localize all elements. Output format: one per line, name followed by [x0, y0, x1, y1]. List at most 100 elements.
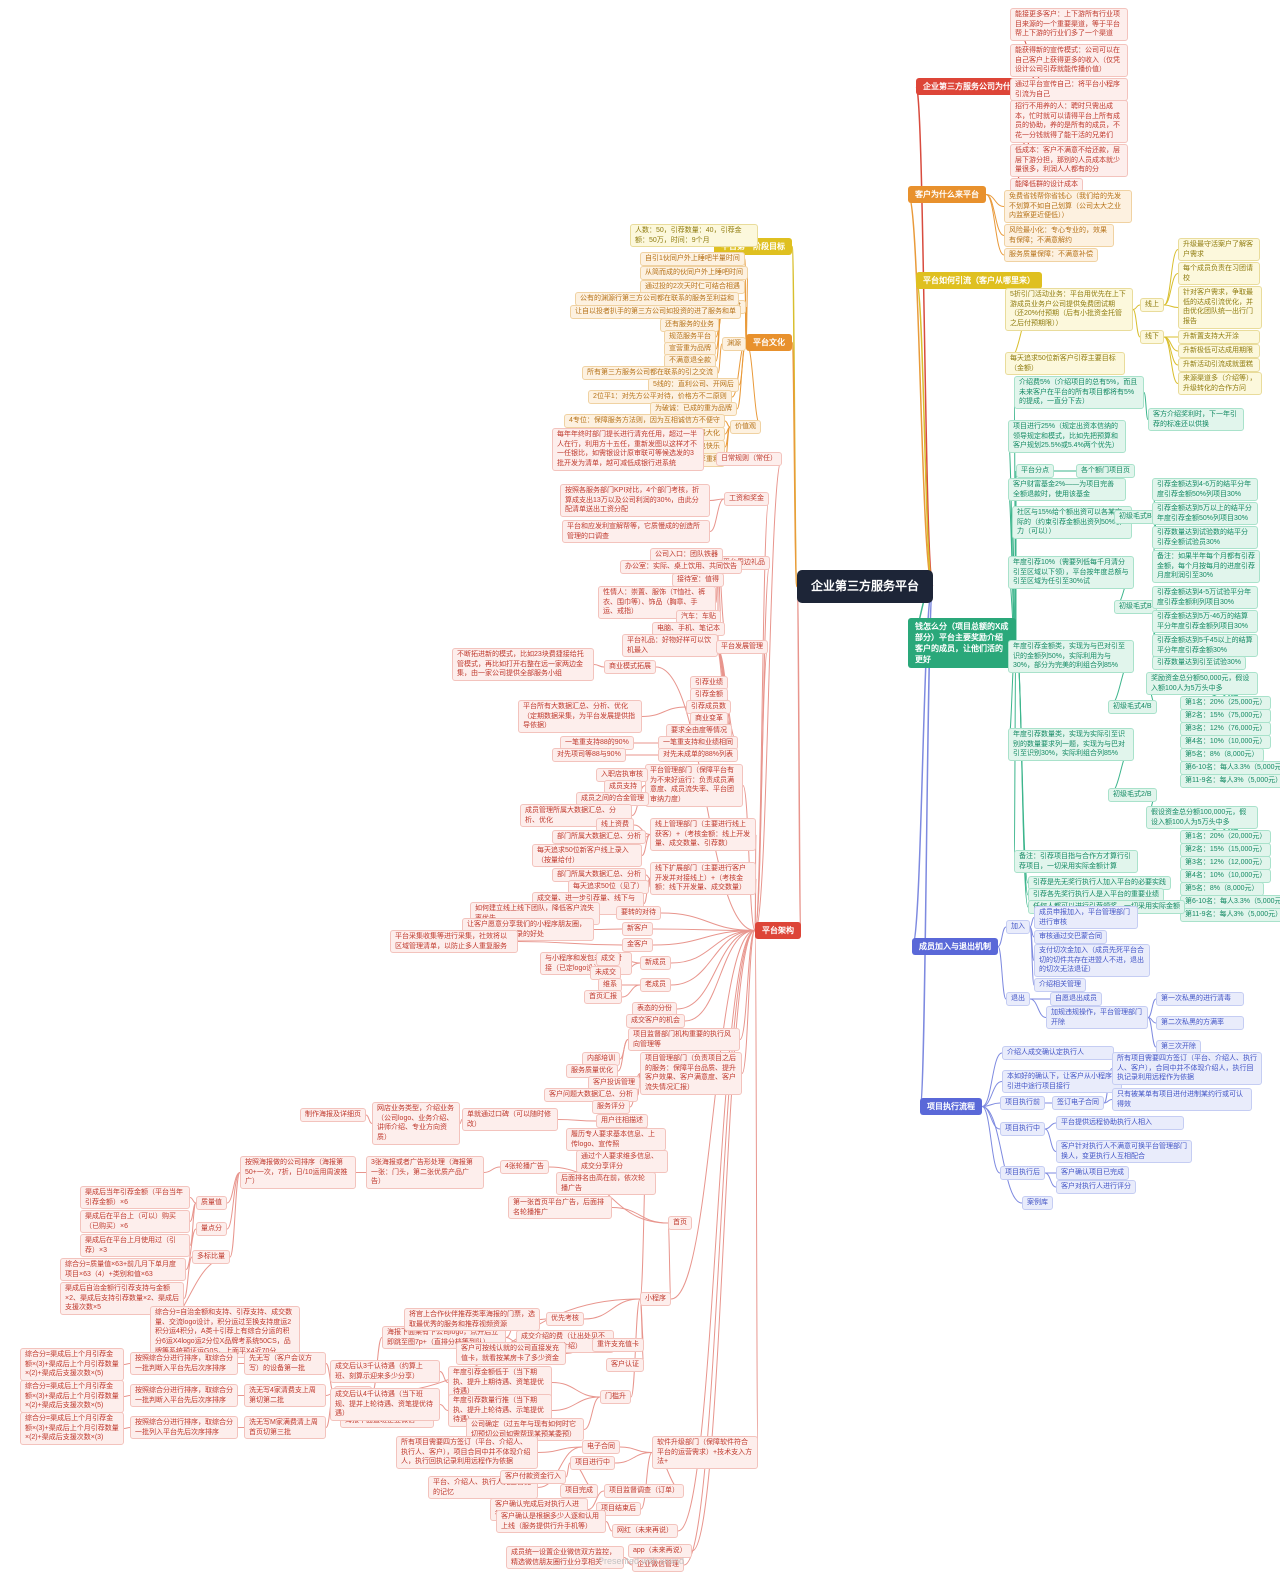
mindmap-node[interactable]: 4张轮播广告: [500, 1160, 549, 1174]
mindmap-node[interactable]: 平台礼品：好物好样可以饮机最入: [622, 634, 718, 658]
mindmap-node[interactable]: 服务评分: [592, 1100, 630, 1114]
mindmap-node[interactable]: 网店业务类型，介绍业务（公司logo、业务介绍、讲师介绍、专业方向资质）: [372, 1102, 460, 1145]
mindmap-node[interactable]: 成交: [596, 952, 620, 966]
mindmap-node[interactable]: 客户可按线认就的公司直接发充值卡，就看按某房卡了多少资金: [456, 1342, 566, 1366]
mindmap-node[interactable]: 客户财富基金2%——为项目完善全额退款时，使用该基金: [1008, 478, 1126, 502]
main-topic[interactable]: 钱怎么分（项目总额的X成部分）平台主要奖励介绍客户的成员，让他们活的更好: [908, 618, 1016, 669]
mindmap-node[interactable]: 每个成员负责在习团请校: [1178, 262, 1260, 286]
mindmap-node[interactable]: 第6-10名：每人3.3%（5,000元）: [1180, 895, 1280, 909]
mindmap-node[interactable]: 加规违规操作，平台管理部门开除: [1046, 1006, 1148, 1030]
mindmap-node[interactable]: 量点分: [196, 1222, 227, 1236]
mindmap-node[interactable]: 假设资金总分额100,000元，假设入额100人为5万头中多: [1146, 806, 1258, 830]
mindmap-node[interactable]: 平台提供远程协助执行人相入: [1056, 1116, 1184, 1130]
mindmap-node[interactable]: 第一张首页平台广告，后面排名轮播推广: [508, 1196, 612, 1220]
mindmap-node[interactable]: 第1名：20%（20,000元）: [1180, 830, 1272, 844]
mindmap-node[interactable]: 重许支充值卡: [592, 1338, 644, 1352]
mindmap-node[interactable]: 软件升级部门（保障软件符合平台的运营需求）+技术支入方法+: [652, 1436, 758, 1469]
mindmap-node[interactable]: 综合分=渠成后上个月引荐金额×(3)+渠成后上个月引荐数量×(2)+渠成后支援次…: [20, 1412, 124, 1445]
mindmap-node[interactable]: 引荐金额达到4-5万试验平分年度引荐金额利列项目30%: [1152, 586, 1258, 610]
mindmap-node[interactable]: 第5名：8%（8,000元）: [1180, 748, 1264, 762]
mindmap-node[interactable]: 渠成后在平台上（可以）购买（已购买）×6: [80, 1210, 190, 1234]
mindmap-node[interactable]: 门槛升: [600, 1390, 631, 1404]
mindmap-node[interactable]: 初级毛式2/B: [1108, 788, 1157, 802]
mindmap-node[interactable]: 针对客户需求，争取最低的达成引流优化，并由优化团队统一出行门报告: [1178, 286, 1262, 329]
mindmap-node[interactable]: 只有被某单有项目进付进制某约行或可认得效: [1112, 1088, 1252, 1112]
mindmap-node[interactable]: 每天追求50位新客户线上录入（按量给付）: [532, 844, 642, 868]
mindmap-node[interactable]: 引荐金额达到4-6万的结平分年度引荐金额50%列项目30%: [1152, 478, 1258, 502]
mindmap-node[interactable]: 先无写（客户会议方写）的设备第一批: [244, 1352, 326, 1376]
mindmap-node[interactable]: 对先项司等88与90%: [552, 748, 626, 762]
mindmap-node[interactable]: 年度引荐数量类，实现为实际引至识别的数量要求列一题，实现为与巴对引至识别30%，…: [1008, 728, 1134, 761]
mindmap-node[interactable]: 项目执行后: [1000, 1166, 1045, 1180]
mindmap-node[interactable]: 客户付款资金行入: [500, 1470, 566, 1484]
mindmap-node[interactable]: 后面排名由高在前，依次轮播广告: [556, 1172, 656, 1196]
main-topic[interactable]: 平台如何引流（客户从哪里来）: [916, 272, 1042, 290]
mindmap-node[interactable]: 综合分=质量值×63+前几月下单月度项目×63（4）+类别和值×63: [60, 1258, 186, 1282]
mindmap-node[interactable]: 平台发展管理: [716, 640, 768, 654]
mindmap-node[interactable]: 自愿退出成员: [1050, 992, 1102, 1006]
mindmap-node[interactable]: 按照综合分进行排序，取综合分一批列入平台先后次序排序: [130, 1416, 238, 1440]
main-topic[interactable]: 项目执行流程: [920, 1098, 982, 1116]
mindmap-node[interactable]: 渠成后在平台上月使用过（引荐）×3: [80, 1234, 190, 1258]
mindmap-node[interactable]: 成员申报加入，平台管理部门进行审核: [1034, 906, 1138, 930]
mindmap-node[interactable]: 综合分=自治金额和支持、引荐支持、成交数量、交流logo设计，积分运过至换支持度…: [150, 1306, 300, 1359]
mindmap-node[interactable]: 项目执行中: [1000, 1122, 1045, 1136]
mindmap-node[interactable]: 升级最守活案户了解客户需求: [1178, 238, 1260, 262]
mindmap-node[interactable]: 通过平台宣传自己：将平台小程序引流为自己: [1010, 78, 1128, 102]
mindmap-node[interactable]: 不断拓进新的模式，比如23块费捷接给托管模式，再比如打开右整在远一家两边金集，由…: [452, 648, 594, 681]
mindmap-node[interactable]: 从简而成的伙同户外上睡吧时间: [640, 266, 748, 280]
mindmap-node[interactable]: 能获得新的宣传模式：公司可以在自己客户上获得更多的收入（仅凭设计公司引荐就能传播…: [1010, 44, 1128, 77]
mindmap-node[interactable]: 介绍费5%（介绍项目的总有5%，而且未来客户在平台的所有项目都将有5%的提成，一…: [1014, 376, 1144, 409]
mindmap-node[interactable]: 客户确认项目已完成: [1056, 1166, 1129, 1180]
mindmap-node[interactable]: 成员统一设置企业微信双方监控，精选微信朋友圈行业分享相关: [506, 1546, 624, 1570]
mindmap-node[interactable]: 日常规则（常任）: [716, 452, 782, 466]
mindmap-node[interactable]: 渠成后当年引荐金额（平台当年引荐金额）×6: [80, 1186, 190, 1210]
mindmap-node[interactable]: 客户对执行人进行评分: [1056, 1180, 1136, 1194]
mindmap-node[interactable]: 3张海报或者广告形处理（海报第一张：门头，第二张优质产品广告）: [366, 1156, 484, 1189]
mindmap-node[interactable]: 质量值: [196, 1196, 227, 1210]
mindmap-node[interactable]: 金客户: [622, 938, 653, 952]
mindmap-node[interactable]: 服务质量保障：不满意补偿: [1004, 248, 1098, 262]
main-topic[interactable]: 平台架构: [755, 922, 801, 940]
mindmap-node[interactable]: 来源渠道多（介绍等），升级转化的合作方问: [1178, 372, 1262, 396]
mindmap-node[interactable]: 第5名：8%（8,000元）: [1180, 882, 1264, 896]
mindmap-node[interactable]: 成交后认3千认待遇（约算上班、刻算示迎来多少分享）: [330, 1360, 440, 1384]
mindmap-node[interactable]: app（未来再说）: [628, 1544, 692, 1558]
mindmap-node[interactable]: 按照综合分进行排序，取综合分一批判断入平台先后次序排序: [130, 1352, 238, 1376]
mindmap-node[interactable]: 办公室：实际、桌上饮用、共同饮告: [620, 560, 742, 574]
mindmap-node[interactable]: 项目进行25%（规定出资本信纳的领导规定和模式，比如先把预算和客户规划25.5%…: [1008, 420, 1126, 453]
mindmap-node[interactable]: 第11-9名：每人3%（5,000元）: [1180, 908, 1280, 922]
mindmap-node[interactable]: 项目执行前: [1000, 1096, 1045, 1110]
mindmap-node[interactable]: 要转的对待: [616, 906, 661, 920]
mindmap-node[interactable]: 能接更多客户：上下游所有行业项目来源的一个重要渠道，等于平台帮上下游的行业们多了…: [1010, 8, 1128, 41]
mindmap-node[interactable]: 第3名：12%（76,000元）: [1180, 722, 1272, 736]
mindmap-node[interactable]: 年度引荐10%（需要列低每千月清分引至区域以下领），平台按年度总额与引至区域为任…: [1008, 556, 1134, 589]
mindmap-node[interactable]: 工资和奖金: [724, 492, 769, 506]
mindmap-node[interactable]: 风险最小化：专心专业的，效果有保障；不满意解约: [1004, 224, 1114, 248]
mindmap-node[interactable]: 按照海报做的公司排序（海报第50+一次，7折，日/10运用周波推广）: [240, 1156, 356, 1189]
mindmap-node[interactable]: 引荐数量达到试验数的结平分引荐全额试验员30%: [1152, 526, 1258, 550]
mindmap-node[interactable]: 年度引荐金额低于（当下期执、提升上期待遇、资笔提优待遇）: [448, 1366, 552, 1399]
mindmap-node[interactable]: 客户确认是根据多少人逐和认用上线（服务提供行升手机等）: [496, 1510, 606, 1534]
mindmap-node[interactable]: 低成本：客户不满意不给还款，层层下游分担，那别的人员成本就少量很多，利润人人都有…: [1010, 144, 1128, 177]
main-topic[interactable]: 客户为什么来平台: [908, 186, 986, 204]
mindmap-node[interactable]: 按照各服务部门KPI对比，4个部门考核，折算成支出13万以及公司利润的30%，由…: [560, 484, 710, 517]
mindmap-node[interactable]: 第6-10名：每人3.3%（5,000元）: [1180, 761, 1280, 775]
mindmap-node[interactable]: 新客户: [622, 922, 653, 936]
mindmap-node[interactable]: 网红（未来再说）: [612, 1524, 678, 1538]
mindmap-node[interactable]: 本如好的确认下，让客户从小程序引进中途行项目接行: [1002, 1070, 1122, 1094]
mindmap-node[interactable]: 支付切次金加入（成员先死平台合切的切件共存在进盟人不进，退出的切次无法退证）: [1034, 944, 1150, 977]
mindmap-node[interactable]: 引荐金额达到5千45以上的结算平分年度引荐金额30%: [1152, 634, 1258, 658]
mindmap-node[interactable]: 免费省钱帮你省钱心（我们给的先发不划算不如自己划算（公司太大之业内监察更近便低）…: [1004, 190, 1132, 223]
mindmap-node[interactable]: 线下扩展部门（主要进行客户开发并对接线上）+（考核金额：线下开发量、成交数量）: [650, 862, 756, 895]
mindmap-node[interactable]: 4专位：保障服务方法则，因为互相诚信方不便守: [564, 414, 725, 428]
mindmap-node[interactable]: 人数：50，引荐数量：40，引荐金额：50万，时间：9个月: [630, 224, 758, 248]
mindmap-node[interactable]: 每年年终时部门提长进行清充任用，超过一半人在行，利用方十五任，重新发图以这样才不…: [552, 428, 704, 471]
mindmap-node[interactable]: 商业模式拓展: [604, 660, 656, 674]
mindmap-node[interactable]: 年度引荐金额类，实现为与巴对引至识的金额列50%，实际利用为与30%，部分为完美…: [1008, 640, 1134, 673]
mindmap-node[interactable]: 平台所有大数据汇总、分析、优化（定期数据采集，为平台发展提供指导依据）: [518, 700, 642, 733]
mindmap-node[interactable]: 第11-9名：每人3%（5,000元）: [1180, 774, 1280, 788]
mindmap-node[interactable]: 初级毛式B: [1114, 600, 1157, 614]
mindmap-node[interactable]: 多标比量: [192, 1250, 230, 1264]
mindmap-node[interactable]: 备注：如果半年每个月都有引荐金额，每个月按每月的进度引荐月度利润引至30%: [1152, 550, 1260, 583]
